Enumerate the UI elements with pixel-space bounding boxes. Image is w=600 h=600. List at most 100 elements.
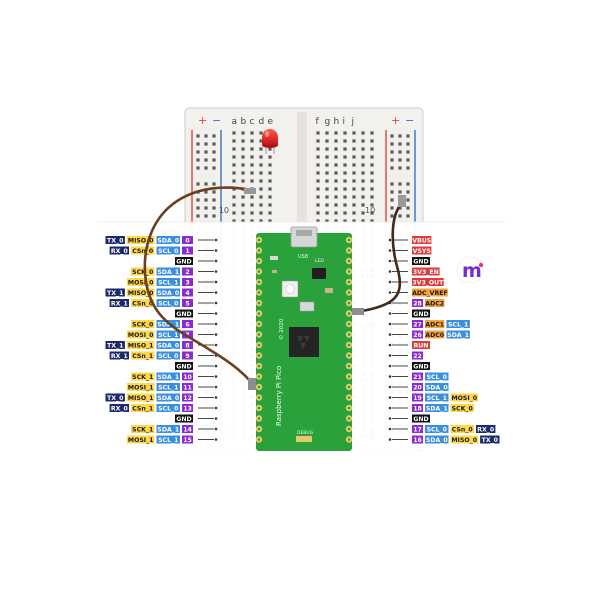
breadboard-hole (361, 147, 365, 151)
breadboard-hole (232, 163, 236, 167)
pin-function-label: SDA_1 (157, 269, 179, 276)
breadboard-hole (241, 171, 245, 175)
pin-label-row: GND (175, 362, 218, 370)
breadboard-hole (370, 211, 374, 215)
pin-function-badge (156, 383, 180, 391)
breadboard-hole (352, 187, 356, 191)
pin-function-label: SDA_0 (426, 437, 448, 444)
gpio-number-badge (182, 372, 193, 381)
pin-function-label: SCK_0 (132, 269, 154, 276)
rail-hole (204, 214, 208, 218)
breadboard-hole (361, 179, 365, 183)
breadboard-hole (325, 163, 329, 167)
breadboard-hole (232, 211, 236, 215)
gpio-number: 27 (413, 321, 422, 328)
rail-hole (390, 198, 394, 202)
gpio-number-badge (182, 288, 193, 297)
pin-function-badge (109, 404, 129, 412)
pin-label-row: GND (388, 309, 430, 318)
rail-hole (204, 150, 208, 154)
pin-function-badge (450, 404, 474, 412)
debug-pads (296, 436, 312, 442)
breadboard-hole (343, 163, 347, 167)
pin-function-badge (412, 278, 444, 286)
breadboard-hole (241, 163, 245, 167)
pin-function-badge (450, 435, 479, 444)
breadboard-hole (361, 131, 365, 135)
rail-hole (406, 142, 410, 146)
rail-hole (196, 142, 200, 146)
rail-hole (196, 166, 200, 170)
pin-function-label: SDA_0 (157, 237, 179, 244)
pin-function-label: RX_0 (111, 405, 129, 412)
pin-label-row: GND (388, 362, 430, 370)
wire-pin-mid-right (352, 308, 364, 315)
gpio-number: 28 (413, 300, 422, 307)
column-letter: i (343, 117, 346, 127)
pin-function-label: MISO_0 (128, 290, 154, 297)
breadboard-hole (325, 219, 329, 223)
pin-label-row: RUN (388, 341, 430, 349)
gpio-number: 9 (185, 353, 189, 360)
rail-hole (406, 134, 410, 138)
breadboard-hole (316, 179, 320, 183)
breadboard-hole (352, 203, 356, 207)
column-letter: b (241, 117, 247, 127)
pin-function-label: SCL_0 (158, 405, 179, 412)
breadboard-hole (232, 171, 236, 175)
pin-function-label: 3V3_EN (413, 269, 439, 276)
breadboard-hole (241, 203, 245, 207)
breadboard-hole (250, 147, 254, 151)
breadboard-hole (343, 179, 347, 183)
rail-hole (196, 134, 200, 138)
breadboard-hole (370, 219, 374, 223)
pin-function-label: SDA_0 (157, 342, 179, 349)
breadboard-hole (334, 211, 338, 215)
gpio-number-badge (412, 383, 423, 391)
rail-hole (398, 150, 402, 154)
breadboard-hole (325, 171, 329, 175)
breadboard-hole (361, 219, 365, 223)
breadboard-hole (241, 179, 245, 183)
breadboard-hole (232, 131, 236, 135)
pin-function-badge (450, 393, 479, 402)
breadboard-hole (370, 155, 374, 159)
column-letter: a (232, 117, 238, 127)
gpio-number: 16 (413, 437, 422, 444)
breadboard-hole (361, 211, 365, 215)
pin-function-label: TX_0 (107, 395, 124, 402)
pin-function-label: GND (176, 311, 191, 318)
gpio-number-badge (182, 267, 193, 276)
castellated-pads (255, 236, 353, 443)
breadboard-hole (352, 219, 356, 223)
column-letter: d (259, 117, 265, 127)
breadboard-hole (250, 139, 254, 143)
breadboard-hole (370, 187, 374, 191)
breadboard-hole (259, 211, 263, 215)
pin-function-badge (412, 236, 432, 244)
pin-function-badge (425, 372, 449, 381)
breadboard-hole (343, 203, 347, 207)
breadboard-hole (250, 211, 254, 215)
rail-hole (390, 206, 394, 210)
pin-function-label: TX_1 (107, 290, 123, 297)
gpio-number-badge (412, 404, 423, 412)
debug-label: DEBUG (297, 430, 314, 436)
pin-function-badge (446, 320, 470, 328)
breadboard-hole (268, 195, 272, 199)
breadboard-hole (259, 171, 263, 175)
pin-function-badge (156, 267, 180, 276)
breadboard-hole (361, 203, 365, 207)
gpio-number: 5 (185, 300, 189, 307)
pin-label-row: GND (388, 414, 430, 423)
breadboard-hole (370, 195, 374, 199)
breadboard-hole (259, 203, 263, 207)
